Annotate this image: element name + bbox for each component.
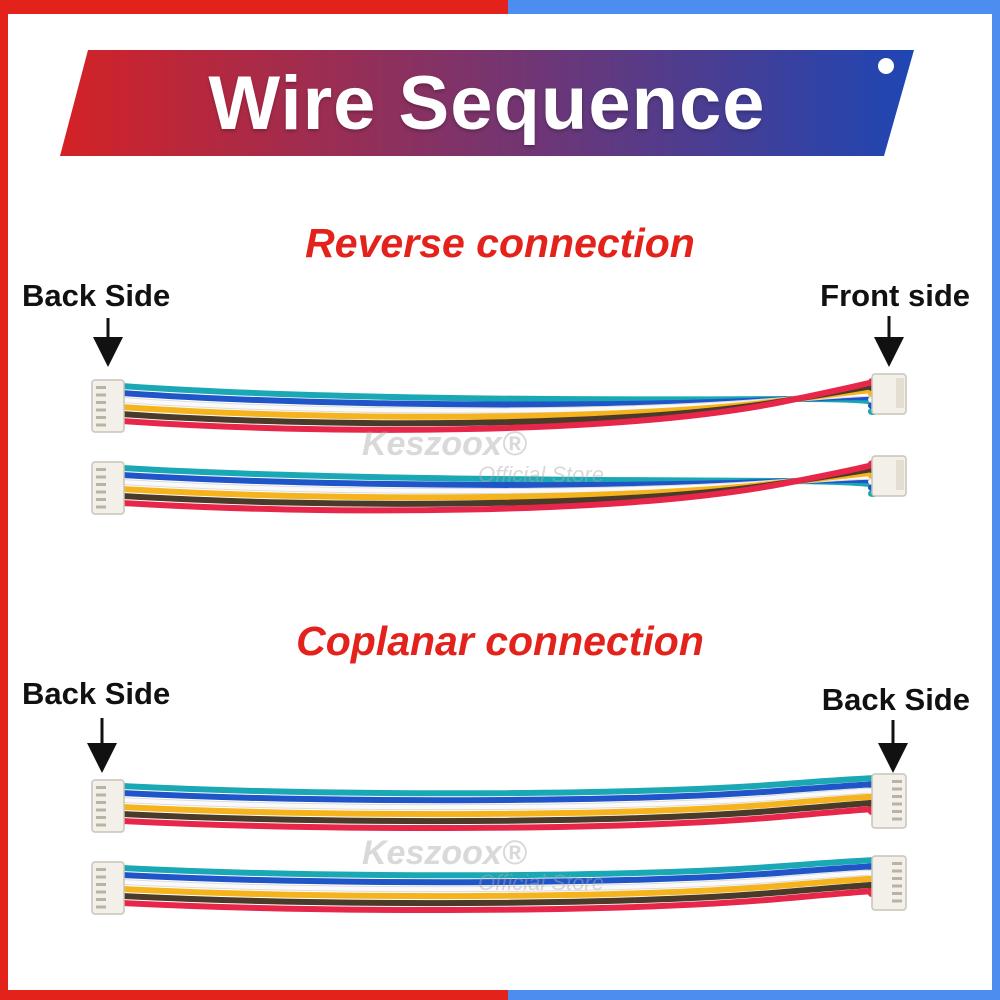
connector-pin xyxy=(892,810,902,813)
connector-pin xyxy=(96,793,106,797)
watermark-store: Official Store xyxy=(478,870,604,895)
connector-latch xyxy=(896,378,904,408)
ribbon-cable xyxy=(91,373,907,433)
connector-pin xyxy=(892,877,902,880)
connector-pin xyxy=(96,883,106,886)
connector-pin xyxy=(892,884,902,888)
watermark-store: Official Store xyxy=(478,462,604,487)
frame-top-left xyxy=(0,0,508,14)
connector-pin xyxy=(96,490,106,494)
frame-top-right xyxy=(508,0,1000,14)
connector-pin xyxy=(96,816,106,819)
connector-pin xyxy=(96,808,106,812)
reverse-left-label: Back Side xyxy=(22,278,171,313)
connector-pin xyxy=(892,787,902,791)
page-title: Wire Sequence xyxy=(208,60,766,146)
connector-pin xyxy=(892,795,902,798)
title-banner: Wire Sequence xyxy=(58,48,916,158)
connector-pin xyxy=(892,869,902,873)
connector-latch xyxy=(896,460,904,490)
ribbon-cable xyxy=(91,455,907,515)
connector-pin xyxy=(892,802,902,806)
coplanar-right-label: Back Side xyxy=(821,682,970,717)
connector-pin xyxy=(96,423,106,427)
connector-pin xyxy=(96,898,106,901)
frame-left xyxy=(0,0,8,1000)
connector-pin xyxy=(96,868,106,871)
frame-right xyxy=(992,0,1000,1000)
connector-pin xyxy=(96,393,106,397)
connector-pin xyxy=(96,498,106,501)
connector-pin xyxy=(96,408,106,412)
watermark-brand: Keszoox® xyxy=(362,834,527,872)
connector-pin xyxy=(892,862,902,865)
coplanar-connection-title: Coplanar connection xyxy=(296,618,704,664)
connector-pin xyxy=(96,823,106,827)
connector-pin xyxy=(96,468,106,471)
ribbon-cable xyxy=(91,773,907,833)
connector-pin xyxy=(96,416,106,419)
connector-pin xyxy=(96,505,106,509)
coplanar-left-label: Back Side xyxy=(22,676,171,711)
banner-hole-icon xyxy=(878,58,894,74)
banner-shape xyxy=(60,50,914,156)
connector-pin xyxy=(96,801,106,804)
connector-pin xyxy=(892,780,902,783)
connector-pin xyxy=(96,890,106,894)
connector-pin xyxy=(892,892,902,895)
watermark-brand: Keszoox® xyxy=(362,425,527,463)
ribbon-cable xyxy=(91,855,907,915)
connector-pin xyxy=(96,905,106,909)
connector-pin xyxy=(96,475,106,479)
connector-pin xyxy=(96,786,106,789)
frame-bottom-left xyxy=(0,990,508,1000)
connector-pin xyxy=(96,401,106,404)
connector-pin xyxy=(892,817,902,821)
frame-bottom-right xyxy=(508,990,1000,1000)
connector-pin xyxy=(96,386,106,389)
connector-pin xyxy=(96,875,106,879)
connector-pin xyxy=(96,483,106,486)
connector-pin xyxy=(892,899,902,903)
reverse-connection-title: Reverse connection xyxy=(305,220,695,266)
reverse-right-label: Front side xyxy=(820,278,970,313)
